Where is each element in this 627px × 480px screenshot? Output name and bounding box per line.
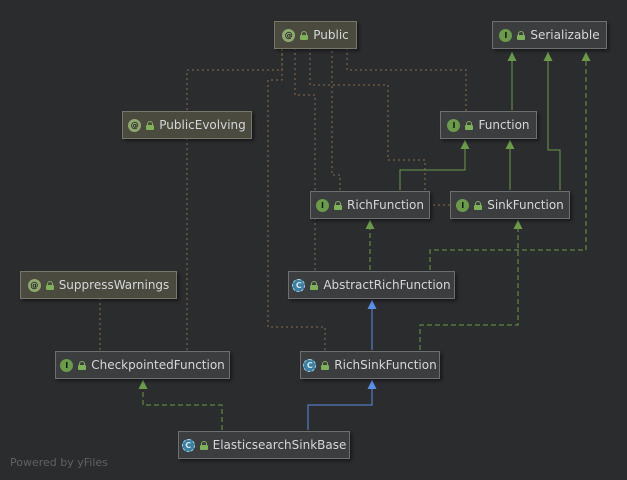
lock-icon [310,280,319,290]
abstract-class-icon: C [181,438,195,452]
lock-icon [300,30,309,40]
node-label: Serializable [530,28,600,42]
edge-rich_function-extends-interface-function [399,140,466,190]
lock-icon [465,120,474,130]
annotation-icon: @ [282,28,296,42]
node-label: RichSinkFunction [334,358,437,372]
node-checkpointed-function[interactable]: I CheckpointedFunction [55,351,230,379]
interface-icon: I [316,198,330,212]
edge-rich_sink_function-annotated-public [267,49,326,350]
node-suppress-warnings[interactable]: @ SuppressWarnings [20,271,177,299]
arrowhead-rich_sink_function-to-sink_function [513,220,523,229]
arrowhead-abstract_rich_function-to-rich_function [365,220,375,229]
edge-rich_sink_function-implements-sink_function [419,220,519,350]
edge-checkpointed_function-annotated-public_evolving [186,49,283,350]
edge-function-annotated-public [346,49,467,126]
node-abstract-rich-function[interactable]: C AbstractRichFunction [288,271,455,299]
lock-icon [321,360,330,370]
annotation-icon: @ [27,278,41,292]
edge-rich_function-annotated-public [331,49,341,190]
interface-icon: I [60,358,74,372]
node-label: CheckpointedFunction [91,358,225,372]
node-label: PublicEvolving [159,118,246,132]
interface-icon: I [456,198,470,212]
node-label: ElasticsearchSinkBase [212,438,347,452]
lock-icon [199,440,208,450]
lock-icon [517,30,526,40]
lock-icon [146,120,155,130]
node-label: AbstractRichFunction [323,278,451,292]
arrowhead-sink_function-to-serializable [543,52,553,61]
edge-sink_function-extends-interface-serializable [547,52,561,190]
lock-icon [474,200,483,210]
arrowhead-elasticsearch_sink_base-to-rich_sink_function [367,380,377,389]
node-label: Function [478,118,530,132]
node-elasticsearch-sink-base[interactable]: C ElasticsearchSinkBase [178,431,350,459]
node-label: SuppressWarnings [58,278,170,292]
lock-icon [78,360,87,370]
arrowhead-abstract_rich_function-to-serializable [581,52,591,61]
node-public-evolving[interactable]: @ PublicEvolving [122,111,252,139]
node-rich-function[interactable]: I RichFunction [310,191,430,219]
node-label: Public [313,28,349,42]
arrowhead-rich_sink_function-to-abstract_rich_function [367,300,377,309]
edge-sink_function-annotated-public [309,49,450,206]
edge-elasticsearch_sink_base-extends-rich_sink_function [307,380,373,430]
edge-abstract_rich_function-implements-serializable [429,52,587,270]
node-label: SinkFunction [487,198,564,212]
node-function[interactable]: I Function [440,111,537,139]
edge-abstract_rich_function-annotated-public [294,49,316,270]
arrowhead-sink_function-to-function [505,140,515,149]
node-rich-sink-function[interactable]: C RichSinkFunction [300,351,440,379]
arrowhead-function-to-serializable [507,52,517,61]
node-serializable[interactable]: I Serializable [492,21,607,49]
abstract-class-icon: C [303,358,317,372]
interface-icon: I [499,28,513,42]
annotation-icon: @ [128,118,142,132]
arrowhead-rich_function-to-function [460,140,470,149]
watermark: Powered by yFiles [10,456,108,469]
lock-icon [45,280,54,290]
lock-icon [334,200,343,210]
node-label: RichFunction [347,198,424,212]
arrowhead-elasticsearch_sink_base-to-checkpointed_function [138,380,148,389]
interface-icon: I [447,118,461,132]
node-public[interactable]: @ Public [274,21,357,49]
node-sink-function[interactable]: I SinkFunction [450,191,570,219]
edge-elasticsearch_sink_base-implements-checkpointed_function [142,380,223,430]
abstract-class-icon: C [292,278,306,292]
